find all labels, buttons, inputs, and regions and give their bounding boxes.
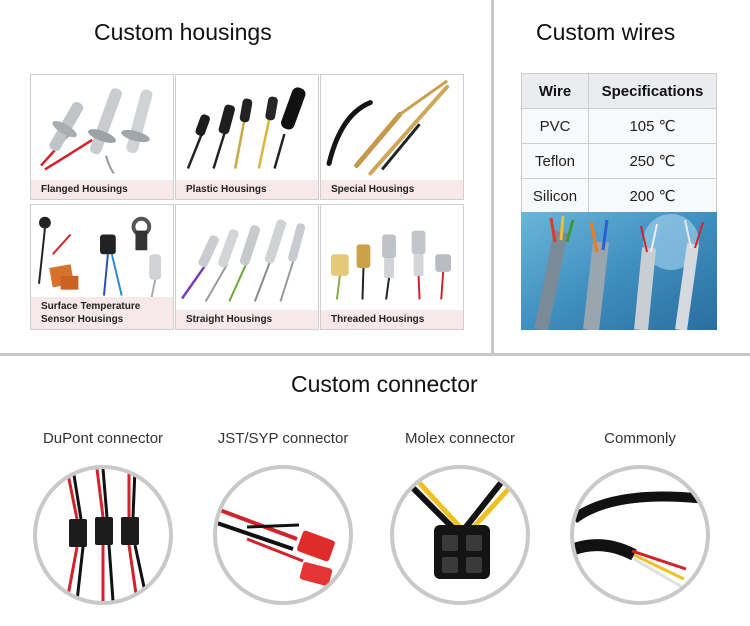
- table-row: PVC 105 ℃: [521, 108, 717, 144]
- wire-column-header: Wire: [521, 73, 589, 109]
- straight-housing-image: [181, 219, 306, 302]
- table-row: Teflon 250 ℃: [521, 143, 717, 179]
- wire-cell: Silicon: [521, 178, 589, 214]
- housings-grid: Flanged Housings Plastic Housings Specia…: [30, 74, 464, 330]
- common-cable-image: [570, 465, 710, 605]
- wire-spec-table: Wire Specifications PVC 105 ℃ Teflon 250…: [521, 73, 717, 214]
- vertical-divider: [491, 0, 494, 356]
- wire-cell: Teflon: [521, 143, 589, 179]
- housing-label: Plastic Housings: [176, 180, 318, 199]
- flanged-housing-image: [40, 88, 153, 175]
- connectors-title: Custom connector: [291, 371, 478, 397]
- jst-connector-image: [213, 465, 353, 605]
- connector-label: JST/SYP connector: [217, 430, 349, 447]
- spec-column-header: Specifications: [588, 73, 717, 109]
- housing-tile-flanged[interactable]: Flanged Housings: [30, 74, 174, 200]
- connector-jst-syp[interactable]: JST/SYP connector: [208, 430, 358, 605]
- housing-tile-plastic[interactable]: Plastic Housings: [175, 74, 319, 200]
- surface-housing-image: [38, 216, 162, 300]
- housing-tile-threaded[interactable]: Threaded Housings: [320, 204, 464, 330]
- spec-cell: 200 ℃: [588, 178, 717, 214]
- connector-commonly[interactable]: Commonly: [565, 430, 715, 605]
- molex-connector-image: [390, 465, 530, 605]
- housing-label: Straight Housings: [176, 310, 318, 329]
- dupont-connector-image: [33, 465, 173, 605]
- connector-molex[interactable]: Molex connector: [385, 430, 535, 605]
- spec-cell: 105 ℃: [588, 108, 717, 144]
- housing-label: Flanged Housings: [31, 180, 173, 199]
- wires-title: Custom wires: [536, 19, 676, 45]
- wire-cell: PVC: [521, 108, 589, 144]
- housing-tile-special[interactable]: Special Housings: [320, 74, 464, 200]
- connector-label: Commonly: [604, 430, 676, 447]
- connector-label: DuPont connector: [42, 430, 164, 447]
- housing-label: Special Housings: [321, 180, 463, 199]
- connector-dupont[interactable]: DuPont connector: [28, 430, 178, 605]
- special-housing-image: [326, 79, 450, 176]
- housing-tile-straight[interactable]: Straight Housings: [175, 204, 319, 330]
- housing-label: Threaded Housings: [321, 310, 463, 329]
- spec-cell: 250 ℃: [588, 143, 717, 179]
- threaded-housing-image: [330, 230, 452, 300]
- table-header-row: Wire Specifications: [521, 73, 717, 109]
- horizontal-divider: [0, 353, 750, 356]
- table-row: Silicon 200 ℃: [521, 178, 717, 214]
- housings-title: Custom housings: [94, 19, 272, 45]
- housing-tile-surface[interactable]: Surface Temperature Sensor Housings: [30, 204, 174, 330]
- plastic-housing-image: [186, 87, 306, 169]
- wires-photo: [521, 212, 717, 330]
- connector-label: Molex connector: [404, 430, 516, 447]
- housing-label: Surface Temperature Sensor Housings: [31, 297, 173, 329]
